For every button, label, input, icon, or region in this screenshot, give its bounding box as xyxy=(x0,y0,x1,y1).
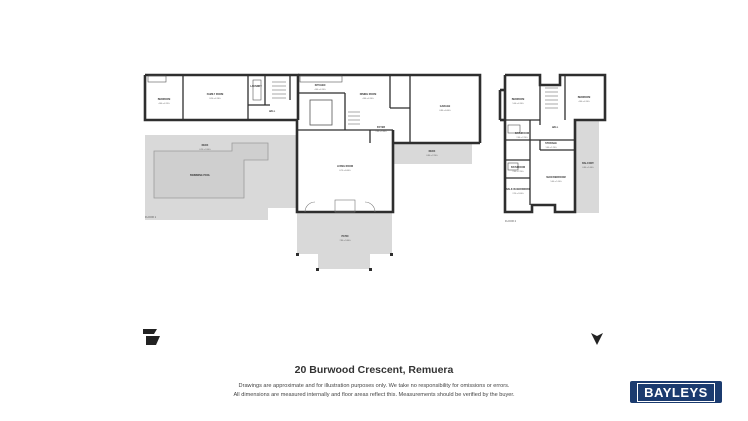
room-label: LIVING ROOM xyxy=(337,165,353,168)
room-label: HALL xyxy=(552,126,559,129)
disclaimer-line-2: All dimensions are measured internally a… xyxy=(233,392,515,398)
svg-text:8.50 x 4.16 ft: 8.50 x 4.16 ft xyxy=(210,97,221,100)
svg-text:PATIO: PATIO xyxy=(342,235,349,238)
room-dim: 4.60 x 4.10 ft xyxy=(579,100,590,103)
svg-text:WALK IN WARDROBE: WALK IN WARDROBE xyxy=(506,188,531,191)
room-dim: 1.60 x 1.20 ft xyxy=(546,146,557,149)
room-label: BATHROOM xyxy=(511,166,525,169)
room-dim: 6.70 x 6.60 ft xyxy=(340,169,351,172)
patio-area xyxy=(297,212,392,269)
room-label: BALCONY xyxy=(582,162,594,165)
room-label: DECK xyxy=(202,144,209,147)
room-label: WALK IN WARDROBE xyxy=(506,188,531,191)
room-label: DECK xyxy=(429,150,436,153)
svg-text:2.60 x 2.40 ft: 2.60 x 2.40 ft xyxy=(376,130,387,133)
svg-text:5.00 x 4.10 ft: 5.00 x 4.10 ft xyxy=(513,102,524,105)
room-dim: 6.80 x 1.60 ft xyxy=(583,166,594,169)
room-dim: 7.80 x 5.80 ft xyxy=(340,239,351,242)
room-dim: 2.60 x 2.40 ft xyxy=(376,130,387,133)
room-dim: 5.60 x 5.10 ft xyxy=(551,180,562,183)
svg-text:2.20 x 2.00 ft: 2.20 x 2.00 ft xyxy=(513,192,524,195)
side-deck-area xyxy=(393,144,472,164)
svg-text:6.70 x 6.60 ft: 6.70 x 6.60 ft xyxy=(340,169,351,172)
svg-text:LIVING ROOM: LIVING ROOM xyxy=(337,165,353,168)
room-label: DINING ROOM xyxy=(360,93,376,96)
room-label: BEDROOM xyxy=(578,96,590,99)
room-label: GARAGE xyxy=(440,105,451,108)
svg-text:4.60 x 4.10 ft: 4.60 x 4.10 ft xyxy=(363,97,374,100)
svg-text:6.80 x 2.20 ft: 6.80 x 2.20 ft xyxy=(427,154,438,157)
floor-label: FLOOR 2 xyxy=(505,219,517,223)
svg-text:FLOOR 2: FLOOR 2 xyxy=(505,219,517,223)
svg-text:7.80 x 5.80 ft: 7.80 x 5.80 ft xyxy=(340,239,351,242)
svg-text:HALL: HALL xyxy=(269,110,276,113)
svg-text:STORAGE: STORAGE xyxy=(545,142,557,145)
room-label: FOYER xyxy=(377,126,386,129)
svg-text:KITCHEN: KITCHEN xyxy=(315,84,326,87)
room-dim: 2.20 x 2.00 ft xyxy=(513,192,524,195)
room-label: MAIN BEDROOM xyxy=(546,176,565,179)
room-label: STORAGE xyxy=(545,142,557,145)
compass-icon xyxy=(591,333,603,345)
svg-text:BALCONY: BALCONY xyxy=(582,162,594,165)
room-label: KITCHEN xyxy=(315,84,326,87)
swimming-pool xyxy=(153,142,269,199)
brand-name: BAYLEYS xyxy=(637,382,715,402)
room-label: BEDROOM xyxy=(158,98,170,101)
room-dim: 6.80 x 6.60 ft xyxy=(440,109,451,112)
svg-text:BEDROOM: BEDROOM xyxy=(512,98,524,101)
room-dim: 4.60 x 4.15 ft xyxy=(159,102,170,105)
svg-text:2.40 x 2.20 ft: 2.40 x 2.20 ft xyxy=(513,170,524,173)
svg-text:MAIN BEDROOM: MAIN BEDROOM xyxy=(546,176,565,179)
room-dim: 4.60 x 4.10 ft xyxy=(363,97,374,100)
room-label: BEDROOM xyxy=(512,98,524,101)
balcony-area xyxy=(575,120,599,213)
svg-text:DECK: DECK xyxy=(429,150,436,153)
svg-text:BEDROOM: BEDROOM xyxy=(578,96,590,99)
svg-text:FLOOR 1: FLOOR 1 xyxy=(145,215,157,219)
svg-text:6.80 x 1.60 ft: 6.80 x 1.60 ft xyxy=(583,166,594,169)
svg-text:FOYER: FOYER xyxy=(377,126,386,129)
room-label: PATIO xyxy=(342,235,349,238)
floor-label: FLOOR 1 xyxy=(145,215,157,219)
svg-text:5.60 x 5.10 ft: 5.60 x 5.10 ft xyxy=(551,180,562,183)
room-dim: 6.20 x 2.60 ft xyxy=(200,148,211,151)
brand-mark-icon xyxy=(143,329,160,345)
svg-text:4.60 x 4.15 ft: 4.60 x 4.15 ft xyxy=(159,102,170,105)
room-dim: 6.80 x 2.20 ft xyxy=(427,154,438,157)
room-dim: 2.60 x 2.20 ft xyxy=(517,136,528,139)
room-label: FAMILY ROOM xyxy=(207,93,224,96)
svg-text:6.80 x 6.60 ft: 6.80 x 6.60 ft xyxy=(440,109,451,112)
brand-logo: BAYLEYS xyxy=(630,381,722,403)
svg-text:GARAGE: GARAGE xyxy=(440,105,451,108)
room-label: BATHROOM xyxy=(515,132,529,135)
room-label: LAUNDRY xyxy=(250,85,262,88)
disclaimer-line-1: Drawings are approximate and for illustr… xyxy=(238,383,510,389)
svg-text:BATHROOM: BATHROOM xyxy=(511,166,525,169)
room-dim: 8.50 x 4.16 ft xyxy=(210,97,221,100)
svg-text:4.60 x 4.10 ft: 4.60 x 4.10 ft xyxy=(579,100,590,103)
svg-text:DECK: DECK xyxy=(202,144,209,147)
svg-text:SWIMMING POOL: SWIMMING POOL xyxy=(190,174,211,177)
room-label: SWIMMING POOL xyxy=(190,174,211,177)
svg-text:DINING ROOM: DINING ROOM xyxy=(360,93,376,96)
floor-1-plan: BEDROOM 4.60 x 4.15 ft FAMILY ROOM 8.50 … xyxy=(143,73,482,271)
svg-text:LAUNDRY: LAUNDRY xyxy=(250,85,262,88)
svg-text:FAMILY ROOM: FAMILY ROOM xyxy=(207,93,224,96)
room-dim: 5.00 x 4.10 ft xyxy=(513,102,524,105)
svg-text:2.60 x 2.20 ft: 2.60 x 2.20 ft xyxy=(517,136,528,139)
room-label: HALL xyxy=(269,110,276,113)
svg-text:1.60 x 1.20 ft: 1.60 x 1.20 ft xyxy=(546,146,557,149)
svg-text:6.20 x 2.60 ft: 6.20 x 2.60 ft xyxy=(200,148,211,151)
room-dim: 2.40 x 2.20 ft xyxy=(513,170,524,173)
floor-2-plan: BEDROOM 5.00 x 4.10 ft BEDROOM 4.60 x 4.… xyxy=(498,73,607,223)
svg-text:BATHROOM: BATHROOM xyxy=(515,132,529,135)
room-dim: 4.60 x 4.10 ft xyxy=(315,88,326,91)
svg-text:BEDROOM: BEDROOM xyxy=(158,98,170,101)
property-address: 20 Burwood Crescent, Remuera xyxy=(294,364,454,376)
svg-text:HALL: HALL xyxy=(552,126,559,129)
svg-text:4.60 x 4.10 ft: 4.60 x 4.10 ft xyxy=(315,88,326,91)
